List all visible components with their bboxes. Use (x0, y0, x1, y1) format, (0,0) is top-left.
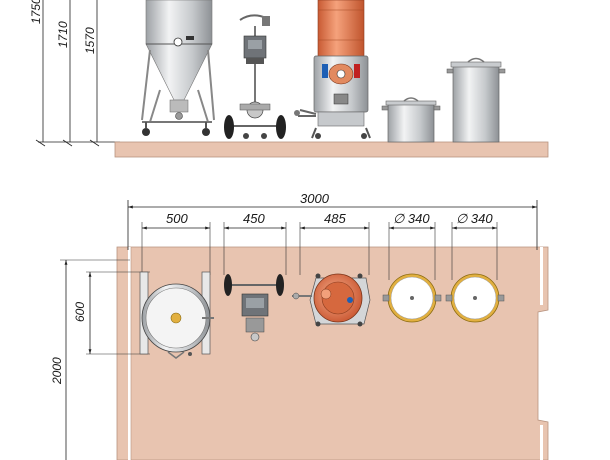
segment-label-fermenter: 500 (166, 211, 188, 226)
depth-dimensions: 600 2000 (50, 259, 150, 460)
plan-view: 3000 500 450 485 ∅ 340 ∅ 340 (50, 191, 549, 460)
stock-pot-icon (446, 57, 506, 143)
overall-width-dimension: 3000 (127, 191, 538, 250)
depth-label-2000: 2000 (50, 357, 64, 385)
fermenter-tank-icon (139, 271, 214, 359)
height-label-1570: 1570 (83, 27, 97, 54)
height-dimensions: 1750 1710 1570 (29, 0, 120, 147)
stock-pot-icon (381, 97, 441, 143)
fermenter-tank-icon (141, 0, 215, 136)
elevation-view: 1750 1710 1570 (29, 0, 549, 158)
segment-label-kettle: 485 (324, 211, 346, 226)
overall-width-label: 3000 (300, 191, 330, 206)
stock-pot-icon (382, 273, 442, 323)
floor-slab (114, 141, 549, 158)
brew-kettle-icon (292, 273, 371, 327)
stock-pot-icon (445, 273, 505, 323)
pump-cart-icon (224, 14, 286, 139)
depth-label-600: 600 (73, 302, 87, 322)
segment-dimensions: 500 450 485 ∅ 340 ∅ 340 (141, 211, 498, 280)
segment-label-pot-2: ∅ 340 (456, 211, 493, 226)
height-label-1750: 1750 (29, 0, 43, 24)
segment-label-pot-1: ∅ 340 (393, 211, 430, 226)
segment-label-pump: 450 (243, 211, 265, 226)
pump-cart-icon (224, 274, 284, 342)
height-label-1710: 1710 (56, 21, 70, 48)
brew-kettle-icon (294, 0, 371, 139)
